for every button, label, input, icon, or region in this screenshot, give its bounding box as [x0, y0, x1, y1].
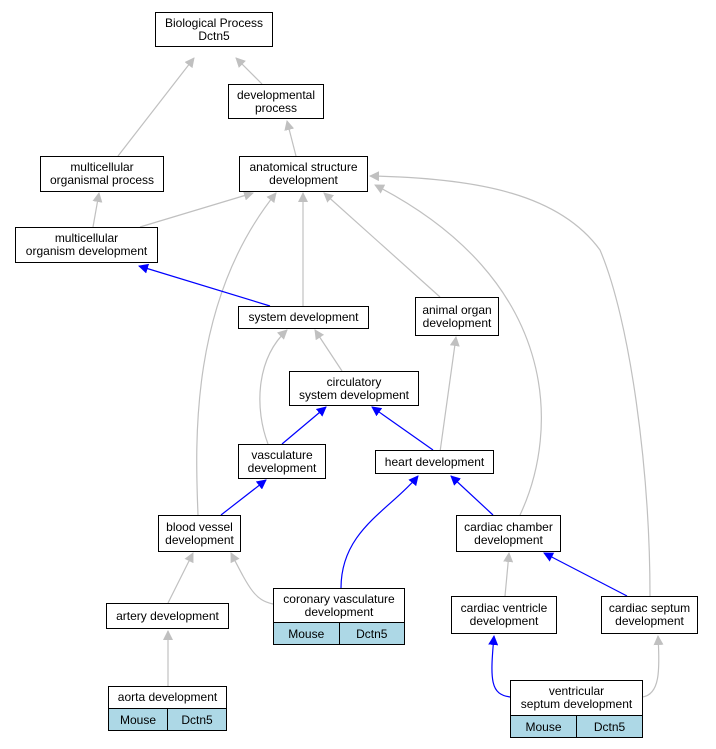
node-label-line1: anatomical structure [249, 160, 358, 174]
node-developmental-process[interactable]: developmental process [228, 84, 324, 119]
node-label-line2: organism development [25, 244, 148, 258]
node-label-line1: blood vessel [166, 519, 233, 534]
node-animal-organ-development[interactable]: animal organ development [415, 297, 499, 336]
node-label-line1: multicellular [70, 160, 134, 174]
edge-vasc-csd[interactable] [281, 406, 327, 445]
node-label-line2: system development [298, 387, 410, 402]
node-label-line1: cardiac chamber [464, 519, 553, 534]
edge-heart-csd[interactable] [371, 406, 434, 451]
edge-artery-bvd [167, 552, 194, 604]
node-label-line2: Dctn5 [198, 28, 230, 43]
node-aorta-development[interactable]: aorta development [108, 686, 227, 709]
node-label-line2: development [304, 604, 374, 619]
edge-cvd-heart[interactable] [340, 475, 419, 589]
node-cardiac-ventricle-development[interactable]: cardiac ventricle development [451, 596, 557, 634]
edge-mod-mop [92, 192, 103, 228]
edge-bvd-asd [196, 192, 277, 516]
edge-aod-asd [323, 192, 441, 298]
organism-cell[interactable]: Mouse [288, 626, 325, 641]
node-cardiac-chamber-development[interactable]: cardiac chamber development [456, 515, 561, 552]
node-label-line2: development [474, 532, 543, 547]
node-label-line2: development [269, 173, 338, 187]
node-label-line2: septum development [520, 697, 633, 711]
node-ventricular-septum-development[interactable]: ventricular septum development [510, 680, 643, 716]
node-label-line1: vasculature [251, 447, 313, 462]
node-label-line1: ventricular [548, 684, 605, 698]
node-label-line1: developmental [236, 87, 316, 102]
edge-heart-aod [439, 336, 460, 453]
edge-cvd-bvd [230, 552, 274, 605]
annotation-row-coronary: Mouse Dctn5 [273, 623, 405, 645]
gene-cell[interactable]: Dctn5 [167, 709, 226, 730]
annotation-row-aorta: Mouse Dctn5 [108, 709, 227, 731]
node-label-line2: development [422, 315, 492, 330]
node-label-line1: multicellular [54, 231, 119, 245]
edge-asd-dev [284, 120, 297, 157]
node-label: system development [248, 310, 359, 324]
node-label-line2: development [165, 532, 234, 547]
edge-dev-bp [235, 57, 263, 85]
edge-ccd-heart[interactable] [450, 475, 494, 516]
edge-csept-ccd[interactable] [543, 552, 628, 597]
node-label-line2: organismal process [49, 173, 155, 187]
edge-vsd-csept [641, 635, 664, 698]
node-label-line2: development [247, 460, 317, 475]
node-label-line2: development [615, 614, 684, 628]
edge-mop-bp [117, 57, 195, 157]
node-heart-development[interactable]: heart development [375, 450, 494, 474]
edge-csd-sys [314, 329, 343, 372]
node-multicellular-organism-development[interactable]: multicellular organism development [15, 227, 158, 263]
edge-mod-asd [139, 190, 254, 228]
edge-sys-mod[interactable] [138, 263, 271, 307]
node-biological-process[interactable]: Biological Process Dctn5 [155, 12, 273, 47]
node-label-line1: cardiac septum [608, 601, 691, 615]
edge-vasc-sys [259, 329, 288, 445]
organism-cell[interactable]: Mouse [119, 712, 157, 727]
node-label-line1: Biological Process [164, 15, 264, 30]
node-multicellular-organismal-process[interactable]: multicellular organismal process [40, 156, 164, 192]
node-vasculature-development[interactable]: vasculature development [238, 444, 326, 479]
edge-cvent-ccd [503, 552, 514, 597]
gene-cell[interactable]: Dctn5 [576, 716, 642, 737]
node-cardiac-septum-development[interactable]: cardiac septum development [601, 596, 698, 634]
node-label: artery development [116, 608, 219, 623]
node-label-line2: development [469, 614, 539, 628]
node-label: aorta development [117, 690, 218, 704]
node-label: heart development [384, 454, 485, 469]
edge-csept-asd [369, 171, 651, 597]
node-anatomical-structure-development[interactable]: anatomical structure development [239, 156, 368, 192]
node-blood-vessel-development[interactable]: blood vessel development [158, 515, 241, 552]
annotation-row-ventricular-septum: Mouse Dctn5 [510, 716, 643, 738]
edge-ccd-asd [374, 184, 542, 516]
edge-vsd-cvent[interactable] [488, 635, 512, 698]
gene-cell[interactable]: Dctn5 [338, 623, 405, 644]
node-artery-development[interactable]: artery development [106, 603, 229, 629]
node-label-line2: process [254, 100, 298, 115]
node-coronary-vasculature-development[interactable]: coronary vasculature development [273, 588, 405, 623]
edge-bvd-vasc[interactable] [220, 479, 267, 516]
node-label-line1: cardiac ventricle [460, 601, 548, 615]
node-label-line1: animal organ [422, 302, 492, 317]
node-label-line1: circulatory [326, 374, 382, 389]
organism-cell[interactable]: Mouse [525, 719, 562, 734]
node-system-development[interactable]: system development [238, 306, 369, 329]
node-circulatory-system-development[interactable]: circulatory system development [289, 371, 419, 406]
node-label-line1: coronary vasculature [283, 591, 395, 606]
